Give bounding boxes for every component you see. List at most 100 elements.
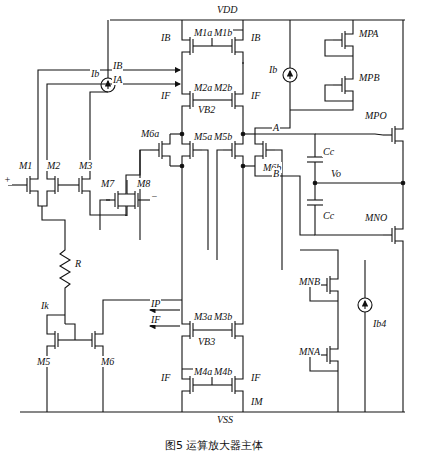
current-source xyxy=(283,68,297,82)
wire xyxy=(38,201,47,206)
signal-label: M1a xyxy=(193,27,213,38)
wire xyxy=(42,206,65,245)
mos-drain xyxy=(182,369,190,379)
mos-drain xyxy=(47,324,55,334)
signal-label: Cc xyxy=(322,210,335,221)
mos-source xyxy=(162,156,170,166)
mos-drain xyxy=(235,30,243,40)
signal-label: M3 xyxy=(78,160,93,171)
figure-caption: 图5 运算放大器主体 xyxy=(165,438,264,453)
mos-gate-lead xyxy=(383,234,392,235)
signal-label: MPO xyxy=(364,110,388,121)
junction-dot xyxy=(180,132,184,136)
wire xyxy=(325,85,353,101)
mos-drain xyxy=(235,314,243,324)
signal-label: M2b xyxy=(213,82,233,93)
vdd-rail xyxy=(110,19,405,20)
mos-drain xyxy=(95,324,103,334)
mos-source xyxy=(235,391,243,401)
wire xyxy=(289,20,290,68)
current-source-arrow xyxy=(364,301,365,309)
wire xyxy=(126,180,127,184)
mos-source xyxy=(182,391,190,401)
signal-label: IF xyxy=(150,314,161,325)
mos-gate-lead xyxy=(333,39,342,40)
wire xyxy=(314,162,315,183)
mos-source xyxy=(47,346,55,356)
mos-source xyxy=(82,191,90,201)
signal-label: + xyxy=(3,174,12,185)
mos-drain xyxy=(182,30,190,40)
wire xyxy=(242,401,243,412)
mos-gate-lead xyxy=(223,45,232,46)
wire xyxy=(100,200,110,230)
wire xyxy=(181,116,182,134)
mos-gate-lead xyxy=(193,384,202,385)
mos-gate-lead xyxy=(58,184,67,185)
wire xyxy=(352,20,353,24)
signal-label: IP xyxy=(150,298,161,309)
signal-label: M5b xyxy=(213,131,233,142)
mos-drain xyxy=(162,134,170,144)
signal-label: IF xyxy=(160,372,171,383)
mos-source xyxy=(235,52,243,62)
signal-label: A xyxy=(272,122,280,133)
mos-drain xyxy=(182,84,190,94)
junction-dot xyxy=(241,164,245,168)
mos-source xyxy=(235,336,243,346)
signal-label: M1 xyxy=(18,160,33,171)
mos-source xyxy=(345,91,353,101)
signal-label: M2a xyxy=(193,82,213,93)
wire xyxy=(181,401,182,412)
mos-gate-lead xyxy=(70,184,79,185)
mos-gate-lead xyxy=(223,329,232,330)
current-arrow xyxy=(150,309,180,310)
signal-label: Vo xyxy=(330,168,342,179)
wire xyxy=(325,40,353,56)
signal-label: IF xyxy=(160,90,171,101)
wire xyxy=(47,84,180,169)
wire xyxy=(402,251,403,412)
wire xyxy=(315,182,403,183)
mos-drain xyxy=(235,369,243,379)
signal-label: Cc xyxy=(322,146,335,157)
wire xyxy=(107,20,108,78)
mos-drain xyxy=(182,314,190,324)
signal-label: MNA xyxy=(298,346,321,357)
mos-gate-lead xyxy=(223,99,232,100)
signal-label: MNB xyxy=(298,276,321,287)
mos-source xyxy=(30,191,38,201)
wire xyxy=(181,20,182,30)
wire xyxy=(202,99,223,100)
signal-label: R xyxy=(74,258,82,269)
mos-drain xyxy=(255,134,263,144)
mos-drain xyxy=(395,119,403,129)
signal-label: M1b xyxy=(213,27,233,38)
mos-source xyxy=(395,141,403,151)
mos-gate-lead xyxy=(138,199,147,200)
signal-label: IF xyxy=(250,90,261,101)
mos-source xyxy=(47,191,55,201)
junction-dot xyxy=(401,181,405,185)
mos-gate-lead xyxy=(193,99,202,100)
signal-label: Ib xyxy=(90,68,100,79)
wire xyxy=(290,101,353,110)
signal-label: M7 xyxy=(100,178,115,189)
current-source-arrow xyxy=(107,81,108,89)
wire xyxy=(38,70,180,169)
wire xyxy=(402,20,403,119)
current-source-arrow xyxy=(289,71,290,79)
wire xyxy=(315,134,383,135)
wire xyxy=(47,315,65,324)
signal-label: IB xyxy=(250,32,261,43)
signal-label: MPA xyxy=(358,28,379,39)
mos-source xyxy=(182,336,190,346)
signal-label: M5a xyxy=(193,131,213,142)
wire xyxy=(310,355,338,371)
mos-drain xyxy=(330,339,338,349)
mos-gate-lead xyxy=(193,329,202,330)
signal-label: VB3 xyxy=(197,336,216,347)
mos-gate-lead xyxy=(223,384,232,385)
mos-gate-lead xyxy=(333,84,342,85)
